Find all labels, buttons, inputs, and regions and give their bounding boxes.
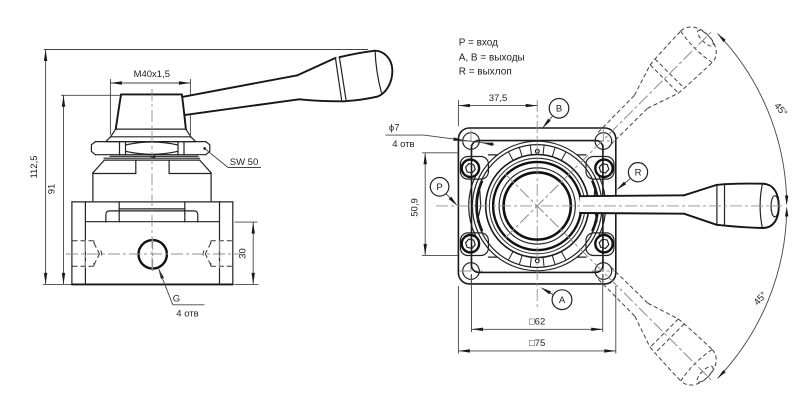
svg-text:ϕ7: ϕ7 bbox=[389, 123, 400, 134]
svg-text:91: 91 bbox=[47, 184, 58, 195]
svg-text:R = выхлоп: R = выхлоп bbox=[459, 67, 512, 78]
svg-text:M40x1,5: M40x1,5 bbox=[134, 69, 170, 80]
svg-text:□62: □62 bbox=[529, 316, 545, 327]
svg-text:30: 30 bbox=[238, 248, 249, 259]
svg-text:P = вход: P = вход bbox=[459, 38, 498, 49]
svg-text:A: A bbox=[559, 295, 566, 306]
svg-text:B: B bbox=[556, 104, 562, 115]
svg-text:R: R bbox=[635, 168, 642, 179]
svg-text:4 отв: 4 отв bbox=[392, 139, 414, 150]
svg-text:4 отв: 4 отв bbox=[176, 309, 198, 320]
svg-text:SW 50: SW 50 bbox=[230, 157, 259, 168]
svg-text:□75: □75 bbox=[529, 338, 545, 349]
svg-text:112,5: 112,5 bbox=[29, 155, 40, 178]
svg-text:A, B = выходы: A, B = выходы bbox=[459, 52, 525, 63]
svg-text:P: P bbox=[436, 182, 442, 193]
svg-text:G: G bbox=[173, 294, 180, 305]
svg-text:37,5: 37,5 bbox=[489, 93, 508, 104]
svg-text:50,9: 50,9 bbox=[410, 198, 421, 217]
